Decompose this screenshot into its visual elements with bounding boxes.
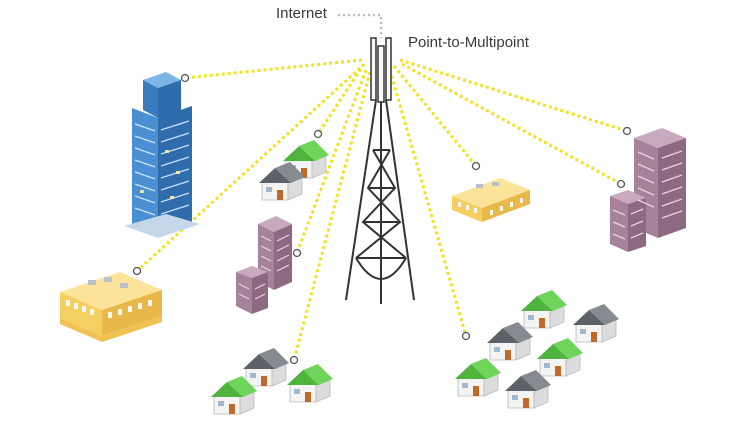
link-office-right-lower <box>401 62 622 186</box>
link-campus-left <box>135 66 362 273</box>
internet-uplink-line <box>338 13 383 38</box>
antenna-tower-icon <box>345 37 415 304</box>
link-neighborhood <box>388 69 468 337</box>
campus-building-icon <box>60 272 162 342</box>
house-icon <box>454 357 502 397</box>
house-cluster-neighborhood <box>454 289 620 409</box>
link-office-center <box>295 69 368 254</box>
house-icon <box>536 337 584 377</box>
link-houses-upper <box>316 63 366 135</box>
wireless-links <box>135 58 628 361</box>
office-building-icon <box>236 216 292 314</box>
link-houses-lower-left <box>292 71 372 361</box>
house-icon <box>242 347 290 387</box>
link-office-right-upper <box>399 58 628 133</box>
link-skyscraper <box>184 58 363 80</box>
skyscraper-icon <box>124 72 200 238</box>
house-icon <box>286 363 334 403</box>
link-endpoints <box>132 73 632 365</box>
office-building-icon <box>610 128 686 252</box>
house-cluster-lower-left <box>210 347 334 415</box>
point-to-multipoint-label: Point-to-Multipoint <box>408 34 529 51</box>
house-icon <box>572 303 620 343</box>
campus-building-icon <box>452 178 530 222</box>
internet-label: Internet <box>276 5 327 22</box>
house-icon <box>520 289 568 329</box>
